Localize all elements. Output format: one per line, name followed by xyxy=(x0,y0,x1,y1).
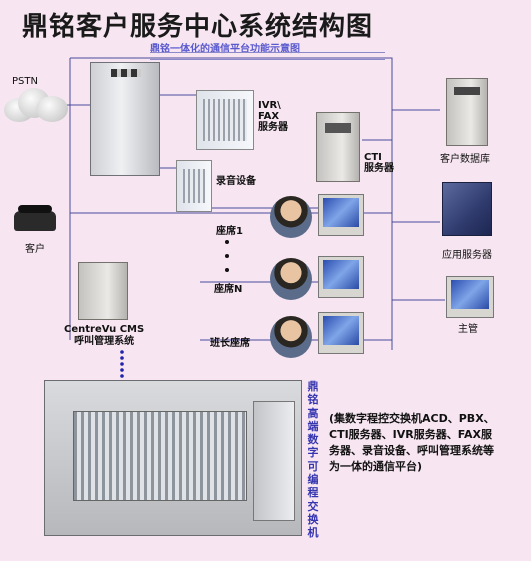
agent-1-pc-icon xyxy=(318,194,364,236)
supervisor-pc-icon xyxy=(446,276,494,318)
cms-label: CentreVu CMS 呼叫管理系统 xyxy=(64,324,145,347)
customer-label: 客户 xyxy=(25,244,45,255)
app-server-label: 应用服务器 xyxy=(442,250,492,261)
team-lead-photo xyxy=(270,316,312,358)
ellipsis-dots xyxy=(225,240,229,272)
recorder-label: 录音设备 xyxy=(216,176,256,187)
cms-server-icon xyxy=(78,262,128,320)
wire-top-frame xyxy=(70,57,393,350)
team-lead-pc-icon xyxy=(318,312,364,354)
recorder-icon xyxy=(176,160,212,212)
agent-1-photo xyxy=(270,196,312,238)
subtitle-underline xyxy=(150,52,385,60)
seat-n-label: 座席N xyxy=(214,284,243,295)
customer-db-icon xyxy=(446,78,488,146)
diagram-subtitle: 鼎铭一体化的通信平台功能示意图 xyxy=(150,44,300,55)
team-lead-seat-label: 班长座席 xyxy=(210,338,250,349)
ivr-fax-label: IVR\ FAX 服务器 xyxy=(258,100,288,133)
cti-server-icon xyxy=(316,112,360,182)
pstn-label: PSTN xyxy=(12,76,38,87)
cti-label: CTI 服务器 xyxy=(364,152,394,174)
supervisor-label: 主管 xyxy=(458,324,478,335)
customer-db-label: 客户数据库 xyxy=(440,154,490,165)
agent-n-photo xyxy=(270,258,312,300)
seat-1-label: 座席1 xyxy=(216,226,243,237)
agent-n-pc-icon xyxy=(318,256,364,298)
ivr-fax-server-icon xyxy=(196,90,254,150)
telephone-icon xyxy=(14,205,56,233)
switch-name-vertical: 鼎铭高端数字可编程交换机 xyxy=(307,380,319,540)
app-server-icon xyxy=(442,182,492,236)
dotted-link xyxy=(120,350,124,378)
digital-switch-icon xyxy=(44,380,302,536)
main-switch-cabinet xyxy=(90,62,160,176)
pstn-cloud xyxy=(4,88,68,128)
page-title: 鼎铭客户服务中心系统结构图 xyxy=(22,12,374,42)
switch-description: (集数字程控交换机ACD、PBX、CTI服务器、IVR服务器、FAX服务器、录音… xyxy=(329,412,495,473)
